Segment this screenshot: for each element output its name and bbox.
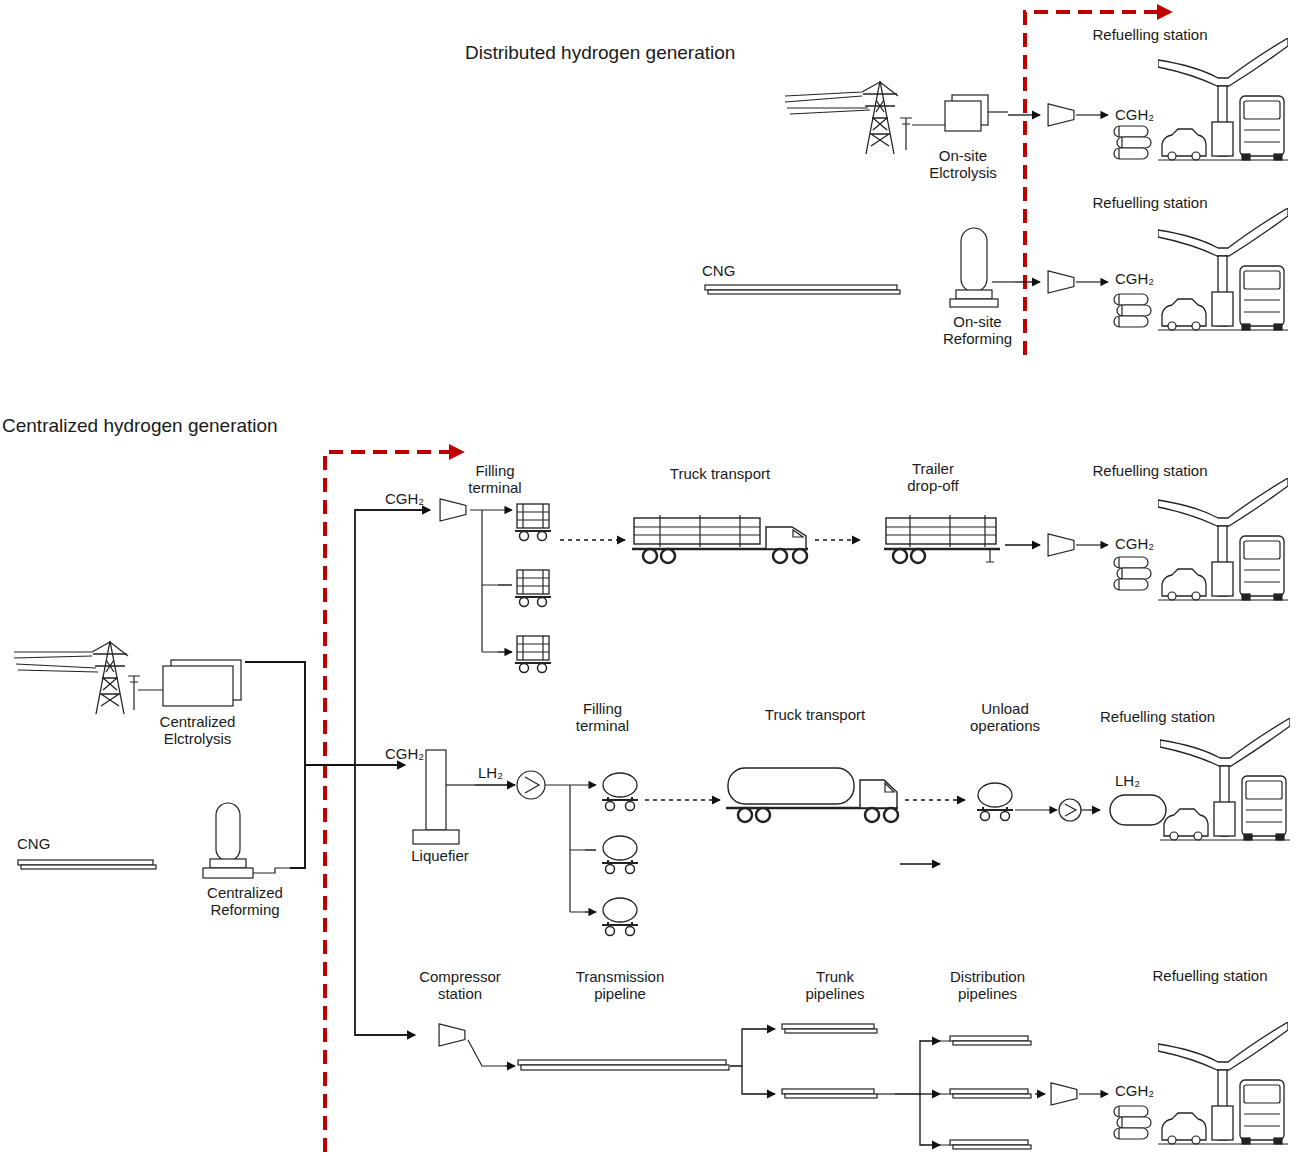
- flow-connector: [1008, 115, 1040, 116]
- flow-connector: [645, 800, 720, 801]
- flow-connector: [900, 864, 940, 865]
- flow-connector: [730, 1029, 775, 1094]
- node-label: CNG: [17, 835, 67, 852]
- equipment-node: Compressor station: [415, 968, 505, 1068]
- flow-line: [730, 1029, 775, 1066]
- flow-line: [290, 765, 405, 868]
- flow-connector: [1035, 1094, 1045, 1095]
- equipment-node: Refuelling stationCGH₂: [1045, 965, 1290, 1150]
- flow-line: [475, 784, 515, 785]
- section-heading: Centralized hydrogen generation: [2, 415, 278, 437]
- flow-connector: [290, 765, 405, 868]
- node-label: Compressor station: [415, 968, 505, 1002]
- stream-label: CGH₂: [1115, 535, 1165, 552]
- section-heading: Distributed hydrogen generation: [465, 42, 735, 64]
- flow-line: [900, 863, 940, 864]
- equipment-node: CNG: [15, 835, 155, 870]
- flow-line: [505, 1065, 515, 1066]
- stream-label: CGH₂: [385, 490, 424, 507]
- node-label: Refuelling station: [1100, 708, 1230, 725]
- node-label: CNG: [702, 262, 762, 279]
- flow-connector: [905, 800, 965, 801]
- flow-line: [1035, 1093, 1045, 1094]
- equipment-node: Refuelling stationCGH₂: [1040, 22, 1290, 167]
- flow-connector: [245, 662, 415, 1035]
- node-label: Truck transport: [750, 706, 880, 723]
- flow-line: [560, 539, 625, 540]
- stream-label: CGH₂: [1115, 1082, 1165, 1099]
- node-label: Distribution pipelines: [940, 968, 1035, 1002]
- equipment-node: Liquefier: [405, 745, 475, 866]
- equipment-node: Filling terminal: [430, 455, 560, 670]
- equipment-node: Trailer drop-off: [860, 460, 1005, 567]
- node-label: Refuelling station: [1080, 26, 1220, 43]
- equipment-node: CNG: [700, 262, 900, 297]
- equipment-node: Truck transport: [720, 700, 905, 825]
- stream-label: CGH₂: [1115, 270, 1165, 287]
- flow-connector: [815, 540, 860, 541]
- node-label: Transmission pipeline: [565, 968, 675, 1002]
- node-label: Unload operations: [965, 700, 1045, 734]
- flow-connector: [1005, 545, 1040, 546]
- flow-connector: [1090, 810, 1100, 811]
- flow-connector: [1015, 282, 1040, 283]
- equipment-node: Transmission pipeline: [515, 968, 730, 1078]
- flow-line: [1015, 281, 1040, 282]
- node-label: Liquefier: [405, 847, 475, 864]
- equipment-node: Refuelling stationCGH₂: [1040, 460, 1290, 610]
- flow-line: [1090, 809, 1100, 810]
- flow-line: [645, 799, 720, 800]
- flow-connector: [290, 765, 415, 1035]
- stream-label: LH₂: [1115, 772, 1155, 789]
- node-label: Centralized Elctrolysis: [150, 713, 245, 747]
- flow-line: [920, 1093, 940, 1094]
- flow-line: [245, 662, 415, 1035]
- equipment-node: Centralized Reforming: [200, 800, 290, 930]
- equipment-node: Distribution pipelines: [940, 968, 1035, 1153]
- node-label: Filling terminal: [565, 700, 640, 734]
- equipment-node: Filling terminal: [515, 700, 645, 940]
- flow-line: [245, 510, 430, 765]
- stream-label: CGH₂: [1115, 106, 1165, 123]
- node-label: Trunk pipelines: [790, 968, 880, 1002]
- flow-line: [920, 1094, 940, 1145]
- node-label: Trailer drop-off: [897, 460, 969, 494]
- equipment-node: On-site Elctrolysis: [918, 92, 1008, 192]
- flow-connector: [895, 1041, 940, 1145]
- flow-line: [1008, 114, 1040, 115]
- node-label: Filling terminal: [460, 462, 530, 496]
- equipment-node: Unload operations: [965, 700, 1090, 830]
- flow-connector: [290, 510, 430, 868]
- equipment-node: Centralized Elctrolysis: [150, 655, 245, 755]
- flow-connector: [560, 540, 625, 541]
- node-label: On-site Reforming: [940, 313, 1015, 347]
- flow-connector: [245, 662, 405, 765]
- equipment-node: Truck transport: [625, 465, 815, 565]
- flow-line: [815, 539, 860, 540]
- node-label: Truck transport: [655, 465, 785, 482]
- flow-connector: [245, 510, 430, 765]
- flow-line: [905, 799, 965, 800]
- stream-label: LH₂: [478, 764, 503, 781]
- flow-connector: [475, 785, 515, 786]
- flow-line: [245, 662, 405, 765]
- node-label: On-site Elctrolysis: [918, 147, 1008, 181]
- node-label: Refuelling station: [1080, 462, 1220, 479]
- stream-label: CGH₂: [385, 745, 424, 762]
- equipment-node: On-site Reforming: [940, 225, 1015, 355]
- equipment-node: Refuelling stationLH₂: [1100, 700, 1290, 850]
- flow-line: [895, 1041, 940, 1094]
- flow-line: [1005, 544, 1040, 545]
- node-label: Refuelling station: [1140, 967, 1280, 984]
- node-label: Refuelling station: [1080, 194, 1220, 211]
- equipment-node: Refuelling stationCGH₂: [1040, 192, 1290, 337]
- flow-line: [290, 765, 415, 1035]
- equipment-node: Trunk pipelines: [775, 968, 895, 1103]
- node-label: Centralized Reforming: [200, 884, 290, 918]
- flow-line: [290, 510, 430, 868]
- flow-connector: [505, 1066, 515, 1067]
- flow-line: [742, 1066, 775, 1094]
